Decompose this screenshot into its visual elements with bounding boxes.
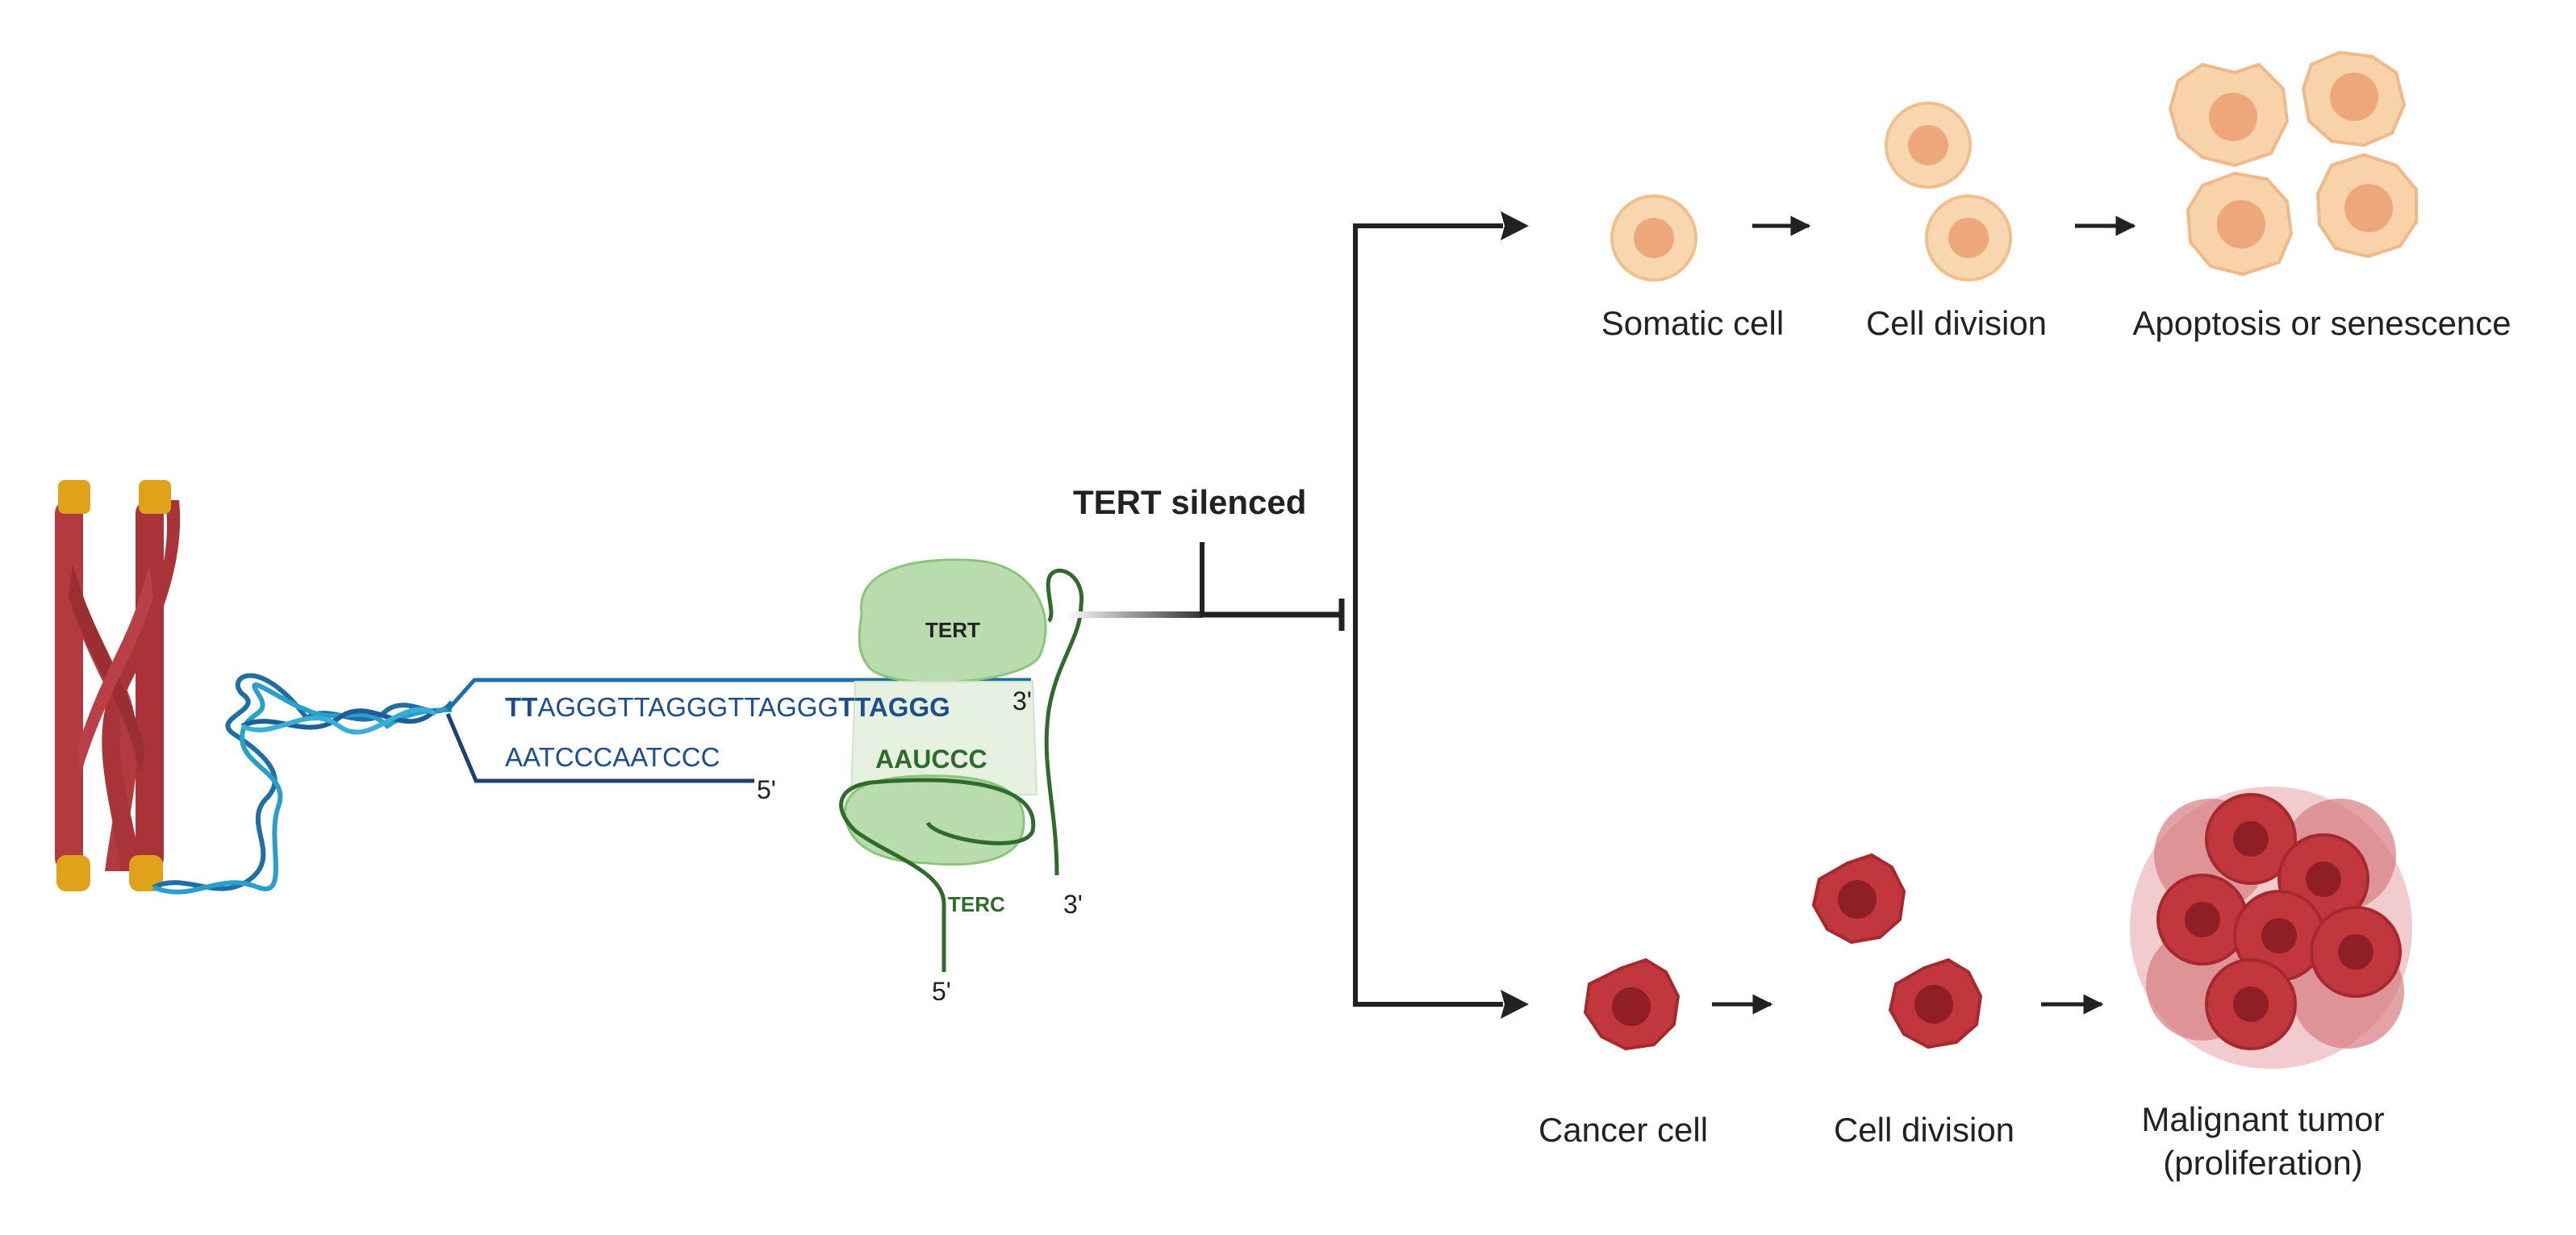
apoptotic-cells — [2168, 50, 2418, 277]
dna-helix — [152, 673, 454, 895]
tert-silenced-label: TERT silenced — [1073, 483, 1306, 521]
terc-label: TERC — [948, 892, 1005, 916]
cancer-division-cells — [1811, 853, 1983, 1049]
top-strand — [446, 678, 1031, 711]
somatic-division-cells — [1885, 102, 2012, 282]
dna-5-prime: 5' — [757, 775, 776, 804]
template-region — [850, 681, 1038, 795]
somatic-path: Somatic cell Cell division Apoptosis or … — [1601, 50, 2511, 342]
seq-top-b: AGGGTTAGGGTTAGGG — [537, 692, 838, 722]
bottom-strand — [445, 713, 754, 783]
fade-line — [1065, 611, 1202, 618]
rna-3-prime: 3' — [1063, 890, 1083, 919]
tert-label: TERT — [925, 618, 980, 642]
cancer-step-2: Cell division — [1834, 1111, 2014, 1149]
terc-rna — [839, 778, 1036, 972]
chromosome — [55, 500, 181, 871]
branch-arrow-bottom — [1501, 990, 1529, 1019]
seq-top-c: TTAGGG — [838, 692, 950, 722]
bottom-sequence: AATCCCAATCCC — [505, 742, 720, 772]
somatic-step-2: Cell division — [1866, 304, 2047, 342]
telomere-caps — [56, 480, 171, 891]
somatic-cell-icon — [1610, 194, 1697, 282]
branch-line — [1353, 223, 1503, 1007]
terc-rna-tail — [1044, 569, 1084, 876]
dna-3-prime: 3' — [1012, 686, 1032, 716]
telomere-cap-bottom-left — [56, 855, 90, 891]
seq-top-a: TT — [505, 692, 537, 722]
tumor-note: (proliferation) — [2163, 1144, 2362, 1182]
somatic-step-1: Somatic cell — [1601, 304, 1784, 342]
telomerase — [839, 558, 1084, 972]
silencing-connector — [1065, 542, 1345, 631]
top-sequence: TTAGGGTTAGGGTTAGGGTTAGGG — [505, 692, 950, 722]
dna-strands — [445, 678, 1031, 783]
somatic-step-3: Apoptosis or senescence — [2132, 304, 2511, 342]
telomere-cap-top-right — [139, 480, 171, 514]
cancer-step-1: Cancer cell — [1539, 1111, 1708, 1149]
cancer-path: Cancer cell Cell division Malignant tumo… — [1539, 786, 2412, 1182]
cancer-step-3: Malignant tumor — [2141, 1100, 2384, 1138]
telomere-cap-top-left — [58, 480, 90, 514]
branch-arrows — [1353, 211, 1529, 1019]
rna-template: AAUCCC — [875, 745, 987, 774]
malignant-tumor — [2130, 786, 2412, 1069]
cancer-cell-icon — [1583, 958, 1680, 1051]
rna-5-prime: 5' — [932, 977, 951, 1006]
branch-arrow-top — [1501, 211, 1529, 240]
telomere-cap-bottom-right — [129, 855, 163, 891]
tert-protein — [858, 558, 1047, 684]
